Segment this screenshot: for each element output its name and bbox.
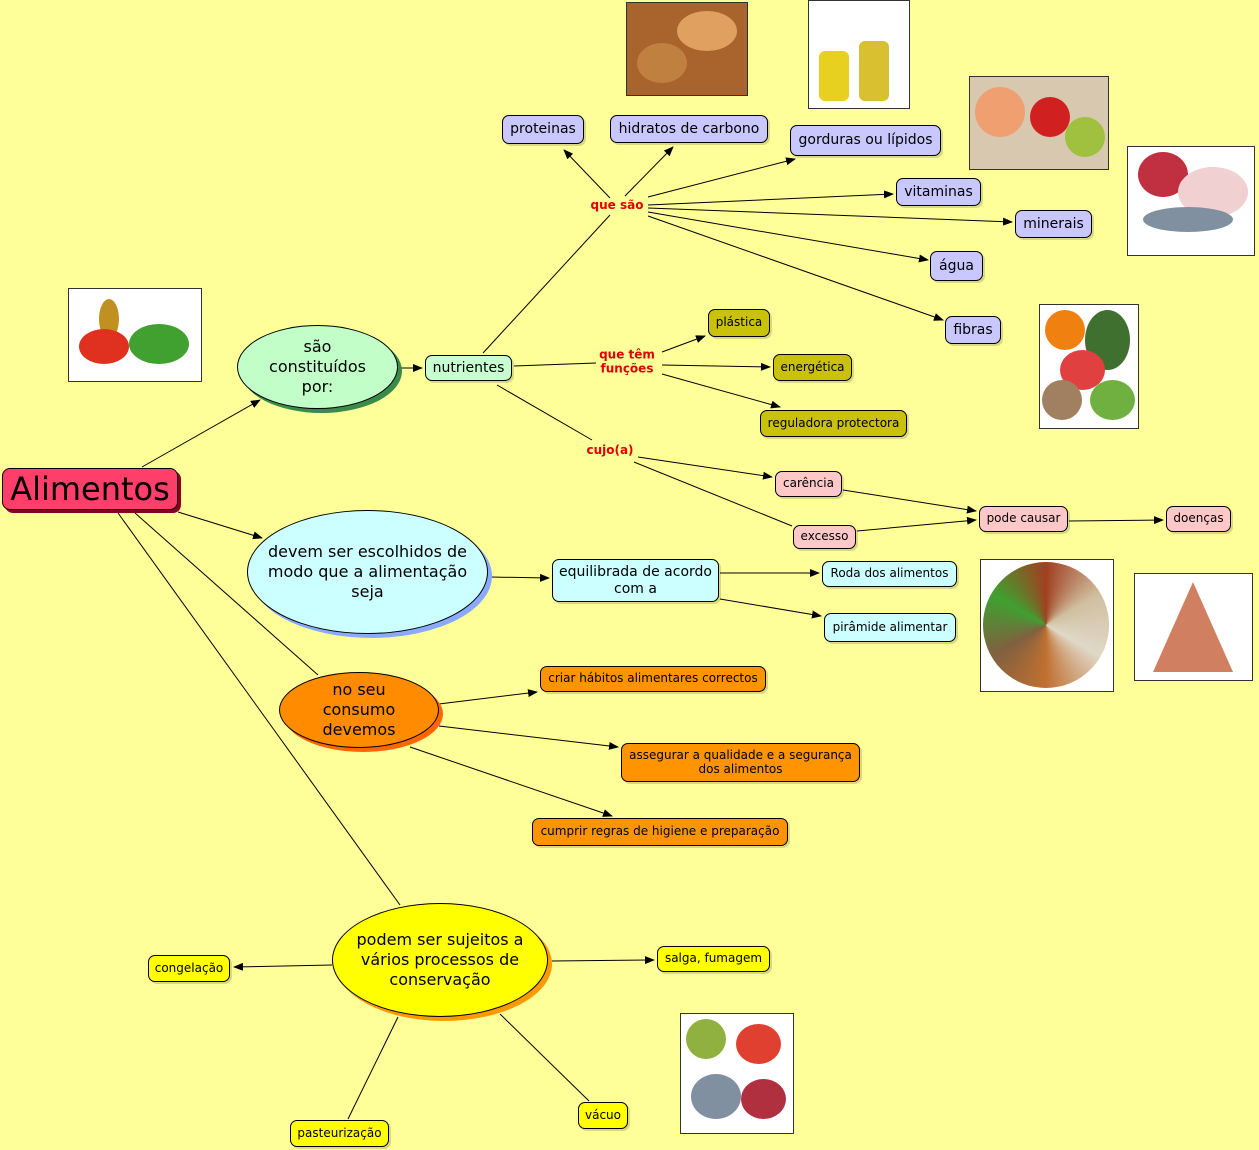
bread-image	[626, 2, 748, 96]
link-que-tem-funcoes: que têm funções	[599, 347, 655, 376]
node-piramide[interactable]: pirâmide alimentar	[824, 613, 956, 642]
node-assegurar-qualidade[interactable]: assegurar a qualidade e a segurança dos …	[621, 743, 860, 782]
node-reguladora[interactable]: reguladora protectora	[760, 410, 907, 437]
eggs-fruits-image	[969, 76, 1109, 170]
fruits-vegetables-image	[68, 288, 202, 382]
node-vacuo[interactable]: vácuo	[578, 1102, 628, 1129]
meat-fish-image	[1127, 146, 1255, 256]
node-congelacao[interactable]: congelação	[148, 955, 230, 982]
root-node-alimentos[interactable]: Alimentos	[2, 468, 178, 510]
node-roda-alimentos[interactable]: Roda dos alimentos	[822, 561, 957, 587]
node-plastica[interactable]: plástica	[708, 309, 770, 337]
fiber-foods-image	[1039, 304, 1139, 429]
node-fibras[interactable]: fibras	[945, 316, 1001, 344]
node-nutrientes[interactable]: nutrientes	[425, 355, 512, 381]
node-proteinas[interactable]: proteinas	[502, 115, 584, 144]
node-cumprir-regras[interactable]: cumprir regras de higiene e preparação	[532, 818, 788, 846]
node-salga-fumagem[interactable]: salga, fumagem	[657, 946, 770, 972]
node-sao-constituidos[interactable]: são constituídos por:	[237, 325, 398, 409]
node-gorduras[interactable]: gorduras ou lípidos	[790, 125, 941, 156]
preserved-foods-image	[680, 1013, 794, 1134]
link-cujo: cujo(a)	[586, 442, 634, 457]
food-pyramid-image	[1134, 573, 1253, 681]
node-devem-ser-escolhidos[interactable]: devem ser escolhidos de modo que a alime…	[247, 510, 488, 634]
oil-bottles-image	[808, 0, 910, 109]
node-agua[interactable]: água	[930, 251, 983, 281]
node-vitaminas[interactable]: vitaminas	[896, 178, 981, 206]
node-doencas[interactable]: doenças	[1166, 506, 1231, 532]
node-pasteurizacao[interactable]: pasteurização	[290, 1120, 389, 1147]
node-podem-ser-sujeitos[interactable]: podem ser sujeitos a vários processos de…	[332, 903, 548, 1017]
node-hidratos[interactable]: hidratos de carbono	[610, 115, 768, 143]
node-no-seu-consumo[interactable]: no seu consumo devemos	[279, 672, 439, 748]
node-minerais[interactable]: minerais	[1015, 210, 1092, 238]
node-excesso[interactable]: excesso	[793, 525, 856, 549]
node-criar-habitos[interactable]: criar hábitos alimentares correctos	[540, 666, 766, 692]
node-equilibrada[interactable]: equilibrada de acordo com a	[552, 559, 719, 602]
food-wheel-image	[980, 559, 1114, 692]
node-carencia[interactable]: carência	[775, 471, 842, 497]
node-pode-causar[interactable]: pode causar	[979, 506, 1068, 532]
link-que-sao: que são	[590, 197, 644, 212]
node-energetica[interactable]: energética	[773, 354, 852, 381]
